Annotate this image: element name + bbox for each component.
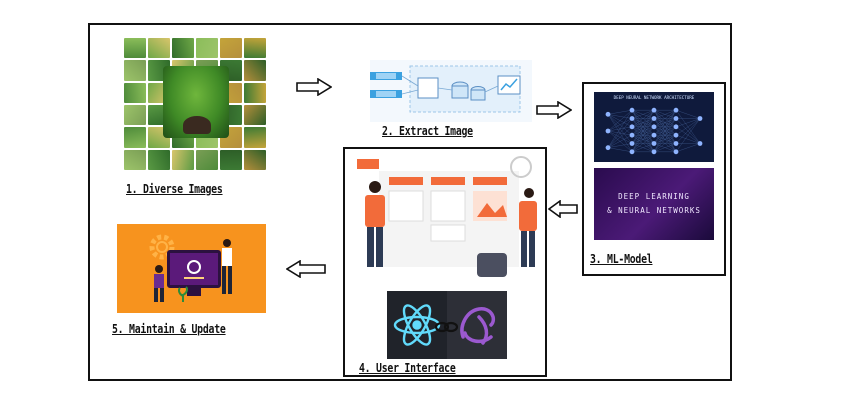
plant-thumbnail	[172, 38, 194, 59]
step-3-label: 3. ML-Model	[590, 252, 653, 266]
plant-thumbnail	[244, 82, 266, 103]
nn-node	[673, 132, 679, 138]
nn-node	[651, 141, 657, 146]
step-4-label: 4. User Interface	[359, 361, 456, 375]
ui-design-illustration	[357, 156, 537, 277]
plant-thumbnail	[124, 149, 146, 170]
plant-thumbnail	[148, 149, 170, 170]
nn-node	[629, 141, 635, 146]
deep-learning-text: DEEP LEARNING	[618, 192, 690, 201]
nn-node	[629, 116, 635, 121]
person-left	[365, 181, 385, 267]
react-redux-logos	[387, 291, 507, 359]
plant-thumbnail	[244, 105, 266, 126]
monitor-icon	[167, 250, 221, 288]
plant-thumbnail	[172, 149, 194, 170]
person-right	[519, 188, 537, 267]
nn-node	[629, 107, 635, 113]
gear-icon	[149, 234, 175, 260]
nn-node	[651, 107, 657, 113]
nn-node	[651, 116, 657, 121]
plant-thumbnail	[244, 60, 266, 81]
extraction-pipeline-graphic	[370, 60, 532, 122]
react-logo-icon	[393, 304, 441, 346]
nn-node	[605, 111, 611, 117]
nn-node	[673, 107, 679, 113]
step-5-label: 5. Maintain & Update	[112, 322, 226, 336]
plant-thumbnail	[124, 38, 146, 59]
plant-thumbnail	[196, 149, 218, 170]
step-1-label: 1. Diverse Images	[126, 182, 223, 196]
nn-node	[605, 145, 611, 151]
nn-node	[673, 149, 679, 155]
user-interface-box: 4. User Interface	[343, 147, 547, 377]
arrow-right-icon	[296, 78, 332, 96]
nn-node	[629, 124, 635, 130]
plant-thumbnail	[124, 60, 146, 81]
arrow-left-icon	[286, 260, 326, 278]
arrow-left-icon	[548, 200, 578, 218]
nn-node	[605, 128, 611, 134]
plant-icon	[178, 286, 188, 302]
plant-thumbnail	[124, 127, 146, 148]
plant-thumbnail	[220, 38, 242, 59]
plant-thumbnail	[196, 38, 218, 59]
nn-node	[673, 141, 679, 146]
worker-left	[154, 265, 164, 302]
nn-node	[697, 116, 703, 121]
nn-node	[629, 132, 635, 138]
nn-node	[673, 116, 679, 121]
neural-network-image: DEEP NEURAL NETWORK ARCHITECTURE	[594, 92, 714, 162]
worker-right	[222, 239, 232, 294]
ml-model-box: DEEP NEURAL NETWORK ARCHITECTURE DEEP LE…	[582, 82, 726, 276]
neural-networks-text: & NEURAL NETWORKS	[607, 206, 701, 215]
nn-node	[697, 141, 703, 146]
plant-thumbnail	[220, 149, 242, 170]
arrow-right-icon	[536, 101, 572, 119]
nn-node	[651, 149, 657, 155]
link-chain-icon	[434, 321, 459, 333]
plant-thumbnail	[244, 127, 266, 148]
nn-node	[673, 124, 679, 130]
nn-node	[651, 132, 657, 138]
plant-thumbnail	[148, 38, 170, 59]
nn-node	[629, 149, 635, 155]
nn-node	[651, 124, 657, 130]
nn-title: DEEP NEURAL NETWORK ARCHITECTURE	[614, 95, 695, 100]
plant-thumbnail	[244, 38, 266, 59]
plant-image-hero	[163, 66, 229, 138]
deep-learning-image: DEEP LEARNING & NEURAL NETWORKS	[594, 168, 714, 240]
plant-thumbnail	[124, 105, 146, 126]
redux-logo-icon	[460, 307, 496, 345]
maintenance-illustration	[117, 224, 266, 313]
plant-thumbnail	[124, 82, 146, 103]
plant-pot	[183, 116, 211, 134]
plant-thumbnail	[244, 149, 266, 170]
step-2-label: 2. Extract Image	[382, 124, 473, 138]
